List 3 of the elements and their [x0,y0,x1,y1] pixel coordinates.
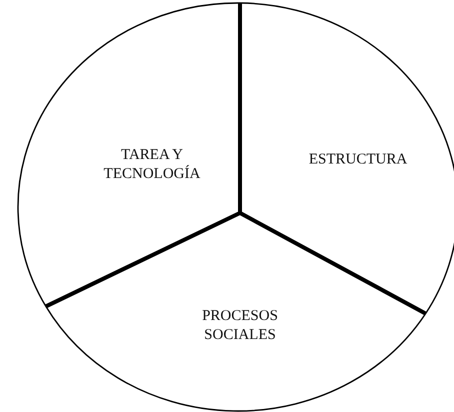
sector-label: TAREA Y TECNOLOGÍA [102,146,202,184]
sector-label: PROCESOS SOCIALES [201,307,279,345]
sector-label: ESTRUCTURA [308,150,408,170]
